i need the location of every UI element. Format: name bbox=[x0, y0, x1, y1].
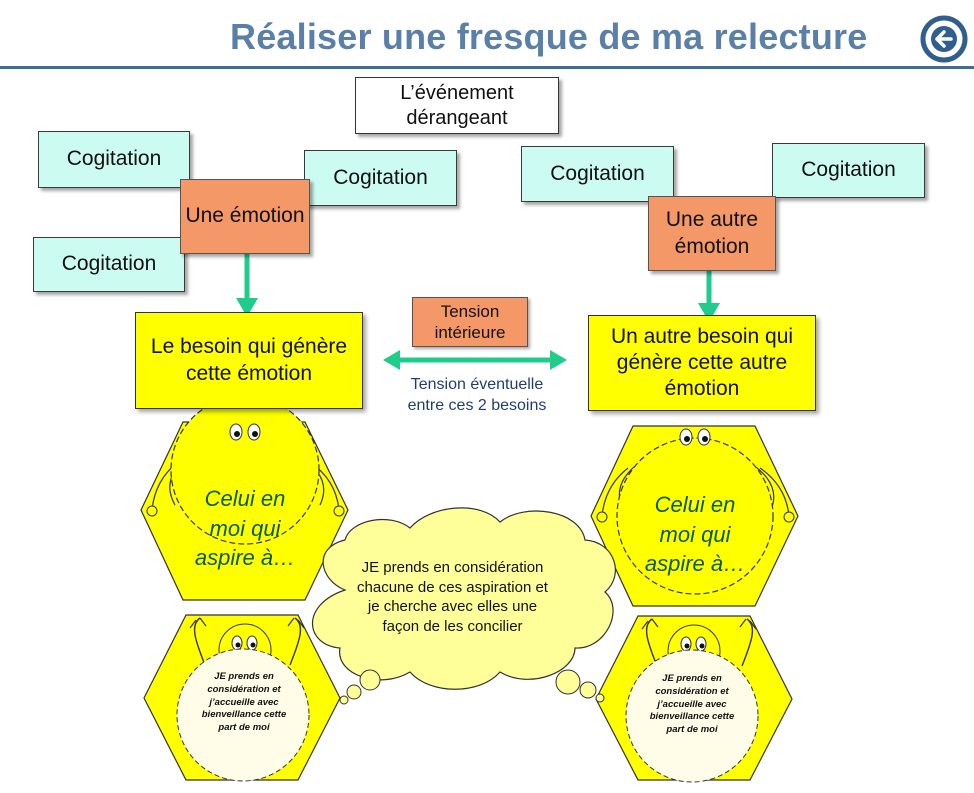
accueil-text-right: JE prends en considération et j’accueill… bbox=[649, 673, 735, 736]
emotion-right: Une autre émotion bbox=[648, 196, 776, 271]
emotion-left: Une émotion bbox=[180, 179, 310, 254]
hexagon-aspire-right bbox=[590, 425, 799, 607]
cogitation-left-1: Cogitation bbox=[38, 131, 190, 188]
thought-cloud bbox=[311, 507, 616, 705]
tension-box: Tension intérieure bbox=[412, 297, 528, 347]
hexagon-accueil-left bbox=[143, 614, 341, 782]
title-underline bbox=[0, 66, 974, 69]
page-title: Réaliser une fresque de ma relecture bbox=[230, 16, 868, 57]
need-right: Un autre besoin qui génère cette autre é… bbox=[588, 315, 816, 411]
need-left: Le besoin qui génère cette émotion bbox=[135, 312, 363, 409]
aspire-text-left: Celui en moi qui aspire à… bbox=[194, 486, 296, 571]
cogitation-left-2: Cogitation bbox=[33, 237, 185, 292]
cogitation-right-1: Cogitation bbox=[521, 146, 674, 202]
accueil-text-left: JE prends en considération et j’accueill… bbox=[201, 671, 287, 734]
back-arrow-icon[interactable] bbox=[920, 15, 968, 63]
cogitation-left-3: Cogitation bbox=[304, 150, 457, 206]
hexagon-aspire-left bbox=[140, 395, 349, 601]
tension-note: Tension éventuelle entre ces 2 besoins bbox=[407, 376, 547, 414]
arrow-left-emotion-to-need bbox=[236, 254, 258, 317]
cogitation-right-2: Cogitation bbox=[772, 143, 925, 198]
cloud-text: JE prends en considération chacune de ce… bbox=[357, 559, 548, 635]
event-box: L’événement dérangeant bbox=[355, 77, 559, 134]
aspire-text-right: Celui en moi qui aspire à… bbox=[644, 492, 746, 577]
arrow-right-emotion-to-need bbox=[698, 262, 720, 322]
hexagon-accueil-right bbox=[595, 615, 793, 783]
tension-double-arrow bbox=[383, 350, 567, 370]
